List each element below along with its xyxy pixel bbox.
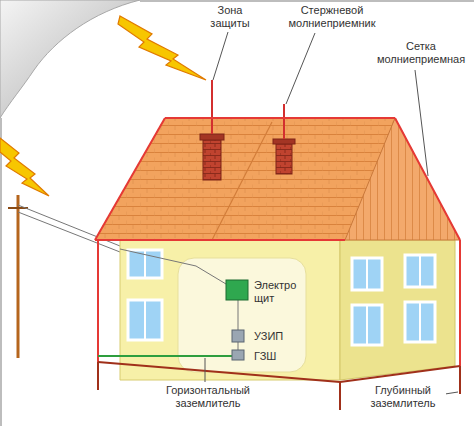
lightning-mesh (95, 118, 460, 366)
window (144, 300, 146, 340)
lightning-mesh (395, 118, 460, 240)
ground-electrode (98, 362, 340, 382)
power-pole (8, 195, 120, 358)
callout-label: ГЗШ (252, 350, 304, 363)
ground-electrode (459, 366, 461, 394)
leader-line (205, 32, 458, 394)
horizontal-earth (98, 356, 232, 357)
wall-cutaway (178, 258, 306, 372)
chimney (273, 139, 295, 144)
lightning-mesh (95, 118, 165, 240)
horizontal-earth (98, 355, 232, 357)
chimney (200, 134, 224, 140)
window (405, 302, 435, 342)
window (128, 250, 435, 345)
electrical-panel (232, 350, 244, 360)
lightning-bolt (0, 138, 49, 196)
callout-label: Глубинный заземлитель (360, 384, 446, 410)
window (405, 255, 435, 287)
page-curl (0, 118, 2, 426)
electrical-panel (120, 249, 248, 360)
leader-line (415, 70, 428, 176)
callout-label: Электро щит (252, 279, 304, 305)
callout-label: Сетка молниеприемная (372, 40, 470, 66)
ground-electrode (340, 366, 460, 382)
house-wall (120, 240, 455, 380)
house-wall (340, 240, 455, 380)
window (128, 300, 162, 340)
chimney (276, 144, 292, 174)
callout-label: Стержневой молниеприемник (282, 4, 382, 30)
page-curl (140, 0, 474, 2)
leader-line (445, 392, 458, 394)
callout-label: Зона защиты (205, 4, 255, 30)
lightning-mesh (97, 240, 99, 362)
window (366, 305, 368, 345)
lightning-mesh (459, 240, 461, 366)
chimney (203, 140, 221, 180)
electrical-panel (232, 330, 244, 342)
leader-line (205, 358, 206, 382)
leader-line (286, 33, 315, 104)
window (419, 302, 421, 342)
lightning-rod (283, 104, 285, 139)
ground-electrode (97, 362, 99, 390)
window (352, 305, 382, 345)
house-roof (95, 118, 460, 240)
wall-cutaway (178, 258, 306, 372)
electrical-panel (120, 249, 226, 284)
electrical-panel (226, 280, 248, 300)
lightning-mesh (95, 239, 345, 241)
window (352, 258, 382, 290)
lightning-mesh (165, 117, 395, 119)
lightning-bolt (118, 16, 206, 80)
callout-label: УЗИП (252, 330, 304, 343)
lightning-rod (211, 80, 213, 134)
house-roof (95, 118, 395, 240)
chimney (200, 134, 295, 180)
window (366, 258, 368, 290)
power-pole (17, 195, 20, 358)
house-wall (120, 240, 340, 380)
leader-line (213, 32, 228, 80)
ground-electrode (339, 382, 341, 410)
window (419, 255, 421, 287)
lightning-rod (212, 80, 284, 139)
callout-label: Горизонтальный заземлитель (150, 384, 266, 410)
ground-electrode (98, 362, 460, 410)
